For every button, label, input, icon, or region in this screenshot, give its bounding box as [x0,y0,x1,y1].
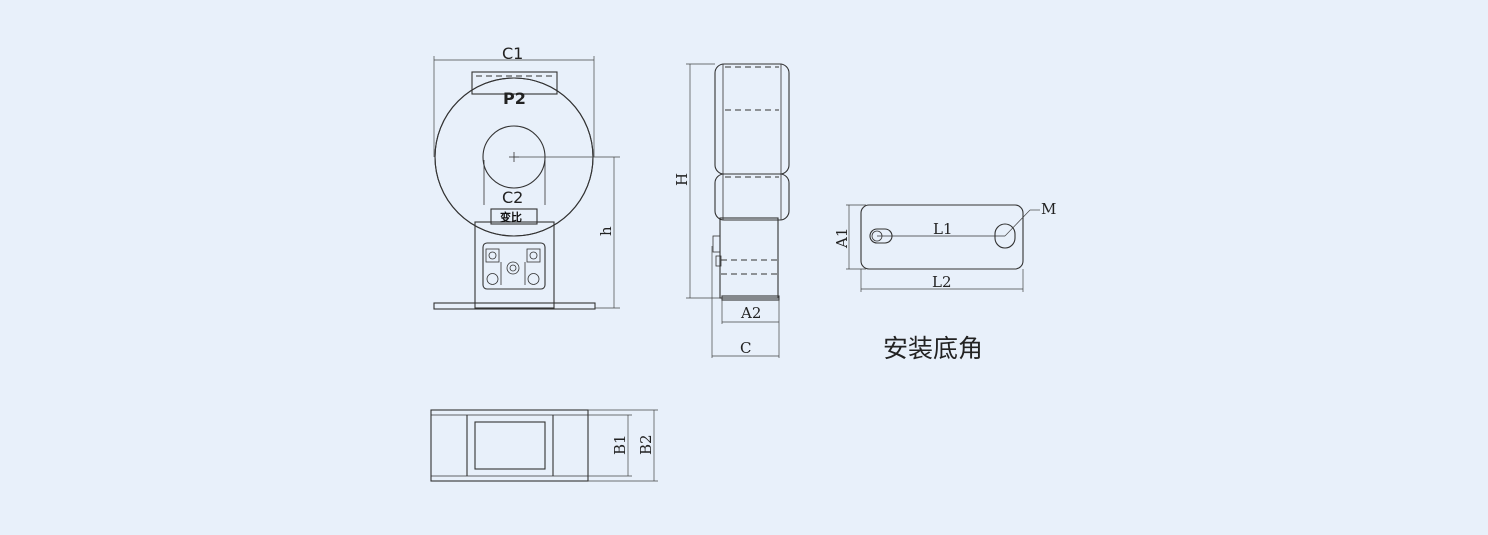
side-top-section [714,63,790,175]
label-a2: A2 [740,304,761,322]
bottom-outline [430,409,589,482]
base-body [474,221,555,309]
base-foot [433,302,596,310]
label-l2: L2 [932,273,952,291]
label-h-upper: H [673,173,691,186]
top-tab [471,71,558,95]
foot-plate [860,204,1024,270]
label-c1: C1 [502,44,523,63]
label-a1: A1 [833,228,851,249]
label-b2: B2 [637,434,655,455]
mounting-foot-view: L1 L2 M A1 安装底角 [833,200,1056,363]
label-ratio: 变比 [500,210,522,224]
label-l1: L1 [933,220,953,238]
side-mid-section [714,173,790,221]
side-lower-section [719,217,779,299]
bottom-view: B1 B2 [430,409,658,482]
side-view: H A2 C [673,63,790,358]
label-p2: P2 [503,89,526,108]
label-b1: B1 [611,434,629,455]
label-h-lower: h [597,226,615,236]
bottom-window [474,421,546,470]
label-m: M [1041,200,1056,218]
terminal-block [482,242,546,290]
caption: 安装底角 [883,334,983,363]
label-c: C [740,339,751,357]
front-view: C1 P2 C2 变比 h [433,44,620,310]
label-c2: C2 [502,188,523,207]
ratio-box [490,208,538,225]
